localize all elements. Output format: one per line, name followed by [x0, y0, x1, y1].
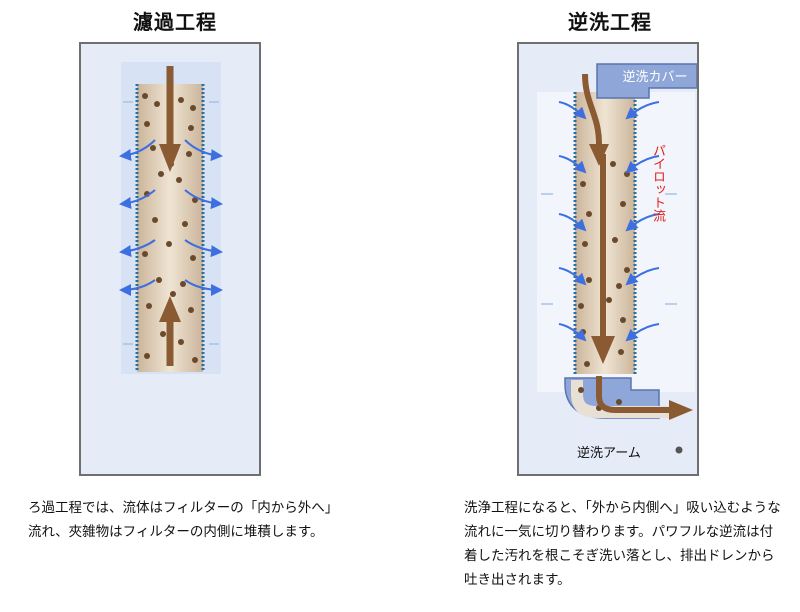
arm-label-dot: [675, 446, 683, 454]
filtration-panel: [79, 42, 261, 476]
arm-channel: [571, 380, 669, 418]
drain-flow-arrow: [596, 376, 673, 413]
ambient-flow-marks: [541, 193, 677, 305]
filtration-diagram: [119, 62, 223, 374]
backwash-description: 洗浄工程になると、「外から内側へ」吸い込むような流れに一気に切り替わります。パワ…: [464, 500, 781, 588]
filtration-title: 濾過工程: [133, 10, 217, 34]
backwash-arm-label: 逆洗アーム: [577, 446, 641, 461]
pilot-flow-arrowhead: [589, 144, 609, 166]
backwash-title: 逆洗工程: [568, 10, 652, 34]
downflow-arrowhead: [591, 336, 615, 364]
backwash-cover-shape: [596, 63, 697, 99]
inflow-arrows: [558, 101, 660, 342]
backwash-panel: 逆洗カバー パイロット流 逆洗アーム: [517, 42, 699, 476]
pilot-flow-arrow: [582, 73, 602, 152]
backwash-diagram: [537, 63, 697, 454]
ambient-flow-marks: [123, 101, 219, 345]
outflow-arrows: [119, 139, 223, 296]
inflow-arrowhead-up: [159, 296, 181, 322]
filtration-description: ろ過工程では、流体はフィルターの「内から外へ」流れ、夾雑物はフィルターの内側に堆…: [28, 500, 339, 540]
drain-flow-arrowhead: [669, 400, 693, 420]
pilot-flow-label: パイロット流: [650, 144, 665, 222]
backwash-cover-label: 逆洗カバー: [622, 70, 688, 85]
inflow-arrowhead-down: [159, 144, 181, 172]
